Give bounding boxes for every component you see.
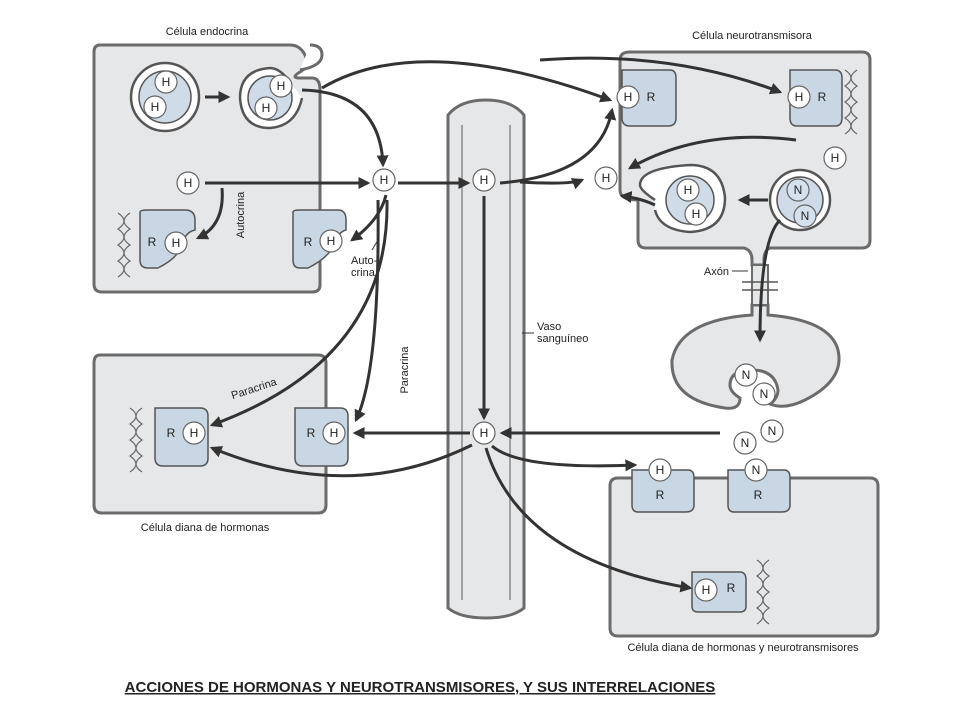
- receptor-labels: R R R R R R R R R: [148, 90, 827, 595]
- neurotransmitter-label: N: [801, 209, 810, 223]
- hormone-label: H: [184, 176, 193, 190]
- receptor-neuro-right: [789, 69, 843, 127]
- dual-target-label: Célula diana de hormonas y neurotransmis…: [627, 642, 859, 654]
- hormone-label: H: [602, 171, 611, 185]
- hormone-label: H: [330, 426, 339, 440]
- postsynaptic-target-cell: [608, 476, 880, 638]
- hormone-label: H: [151, 100, 160, 114]
- receptor-label: R: [754, 488, 763, 502]
- hormone-target-cell: [92, 353, 328, 515]
- hormone-target-label: Célula diana de hormonas: [141, 522, 270, 534]
- hormone-label: H: [684, 183, 693, 197]
- hormone-label: H: [624, 90, 633, 104]
- receptor-label: R: [656, 488, 665, 502]
- hormone-label: H: [480, 426, 489, 440]
- hormone-label: H: [831, 151, 840, 165]
- hormone-label: H: [795, 90, 804, 104]
- neurotransmitter-label: N: [742, 368, 751, 382]
- neurotransmitter-label: N: [760, 387, 769, 401]
- dna-icon-post: [755, 559, 771, 625]
- dna-icon-target: [128, 407, 144, 473]
- dna-icon-endo: [116, 212, 132, 278]
- neurotransmitter-label: N: [741, 436, 750, 450]
- vaso-label-2: sanguíneo: [537, 333, 588, 345]
- neurotransmitter-label: N: [794, 183, 803, 197]
- hormone-label: H: [327, 234, 336, 248]
- neuro-cell-label: Célula neurotransmisora: [692, 30, 813, 42]
- paracrina-vertical-label: Paracrina: [399, 346, 411, 394]
- receptor-label: R: [647, 90, 656, 104]
- hormone-label: H: [262, 101, 271, 115]
- receptor-label: R: [167, 426, 176, 440]
- arrows: [195, 56, 797, 593]
- neurotransmitter-label: N: [752, 463, 761, 477]
- axon-label: Axón: [704, 266, 729, 278]
- hormone-label: H: [692, 207, 701, 221]
- endocrine-cell-label: Célula endocrina: [166, 26, 249, 38]
- receptor-label: R: [818, 90, 827, 104]
- receptor-label: R: [148, 235, 157, 249]
- vaso-label-1: Vaso: [537, 321, 561, 333]
- autocrina-short-label-2: crina: [351, 267, 376, 279]
- receptor-label: R: [727, 581, 736, 595]
- hormone-label: H: [702, 583, 711, 597]
- hormone-label: H: [656, 463, 665, 477]
- autocrina-pointer: [371, 239, 379, 251]
- receptor-neuro-left: [621, 69, 677, 127]
- autocrina-short-label-1: Auto-: [351, 255, 378, 267]
- hormone-label: H: [380, 173, 389, 187]
- molecules: H H H H H H H H H H H H H H H H H H N N …: [143, 70, 847, 602]
- hormone-label: H: [172, 236, 181, 250]
- receptor-post-n: [727, 469, 791, 513]
- neurotransmitter-label: N: [768, 424, 777, 438]
- receptor-label: R: [307, 426, 316, 440]
- hormone-label: H: [162, 75, 171, 89]
- receptor-label: R: [304, 235, 313, 249]
- hormone-label: H: [480, 173, 489, 187]
- autocrina-vertical-label: Autocrina: [235, 191, 247, 238]
- dna-icon-neuro: [843, 69, 859, 135]
- receptor-post-h: [631, 469, 695, 513]
- page-title: ACCIONES DE HORMONAS Y NEUROTRANSMISORES…: [125, 679, 716, 696]
- hormone-label: H: [277, 79, 286, 93]
- hormone-label: H: [190, 426, 199, 440]
